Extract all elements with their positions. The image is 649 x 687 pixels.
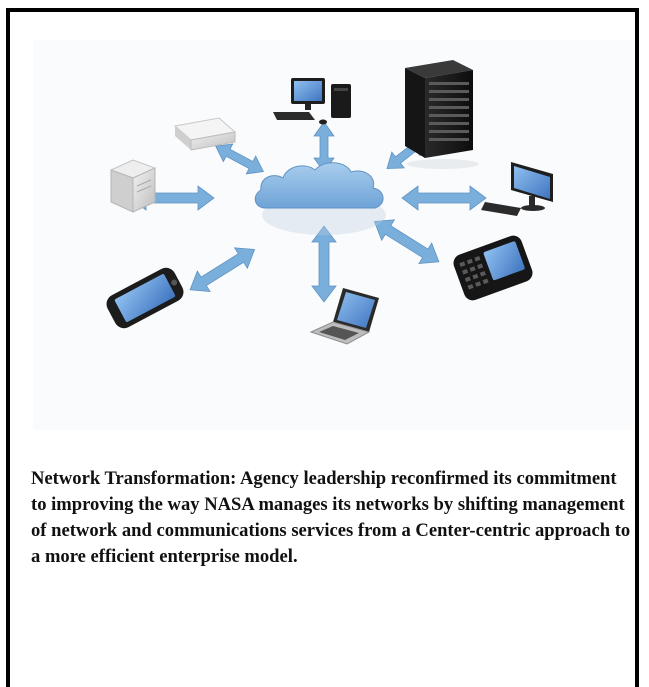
tower-pc-icon	[109, 159, 157, 213]
router-icon	[173, 117, 237, 151]
arrow-to-blackberry	[373, 219, 440, 264]
arrow-to-monitor	[401, 185, 487, 211]
arrow-to-laptop	[311, 225, 337, 303]
server-rack-icon	[405, 60, 479, 169]
desktop-computer-icon	[273, 78, 351, 125]
network-diagram	[33, 40, 633, 430]
arrow-to-router	[215, 143, 264, 175]
figure-caption: Network Transformation: Agency leadershi…	[31, 468, 631, 567]
blackberry-phone-icon	[453, 235, 533, 301]
laptop-icon	[309, 288, 379, 345]
desktop-monitor-icon	[481, 162, 553, 216]
arrow-to-smartphone	[189, 247, 256, 292]
smartphone-icon	[106, 267, 184, 329]
cloud-icon	[254, 162, 386, 235]
connection-arrows	[129, 121, 487, 303]
